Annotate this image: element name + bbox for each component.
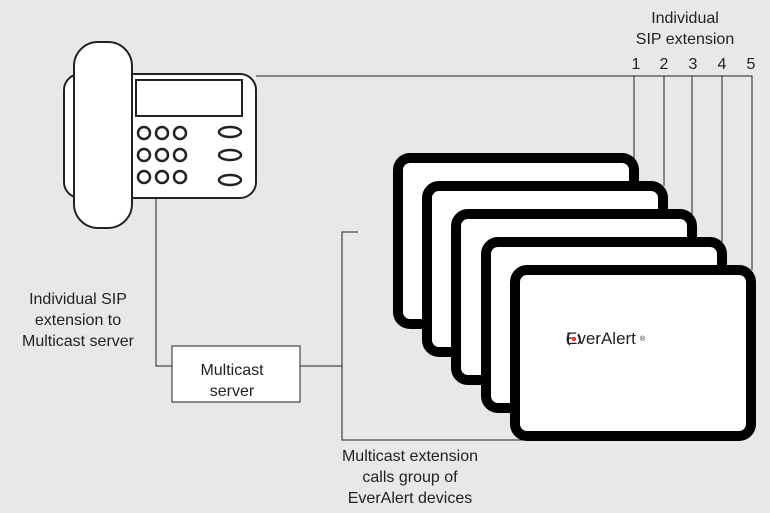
extension-number: 4 bbox=[717, 56, 727, 73]
desk-phone-icon bbox=[63, 41, 257, 229]
multicast-server-box bbox=[171, 345, 301, 403]
diagram-drawing bbox=[63, 41, 756, 441]
diagram: Individual SIP extension 1 2 3 4 5 Indiv… bbox=[21, 10, 756, 507]
multicast-extension-label: Multicast extension calls group of EverA… bbox=[341, 448, 479, 507]
sip-to-multicast-server-label: Individual SIP extension to Multicast se… bbox=[21, 291, 135, 350]
extension-number: 5 bbox=[746, 56, 756, 73]
individual-sip-extension-label: Individual SIP extension bbox=[635, 10, 735, 48]
everalert-logo: EverAlert® bbox=[566, 329, 645, 349]
everalert-device-5 bbox=[510, 265, 756, 441]
registered-mark: ® bbox=[639, 335, 646, 343]
multicast-server-label: Multicast server bbox=[200, 362, 264, 400]
everalert-devices bbox=[393, 153, 756, 441]
extension-number: 2 bbox=[659, 56, 669, 73]
everalert-wordmark: EverAlert bbox=[566, 329, 636, 348]
extension-number: 3 bbox=[688, 56, 698, 73]
extension-number: 1 bbox=[631, 56, 641, 73]
everalert-logo-icon bbox=[566, 332, 581, 346]
